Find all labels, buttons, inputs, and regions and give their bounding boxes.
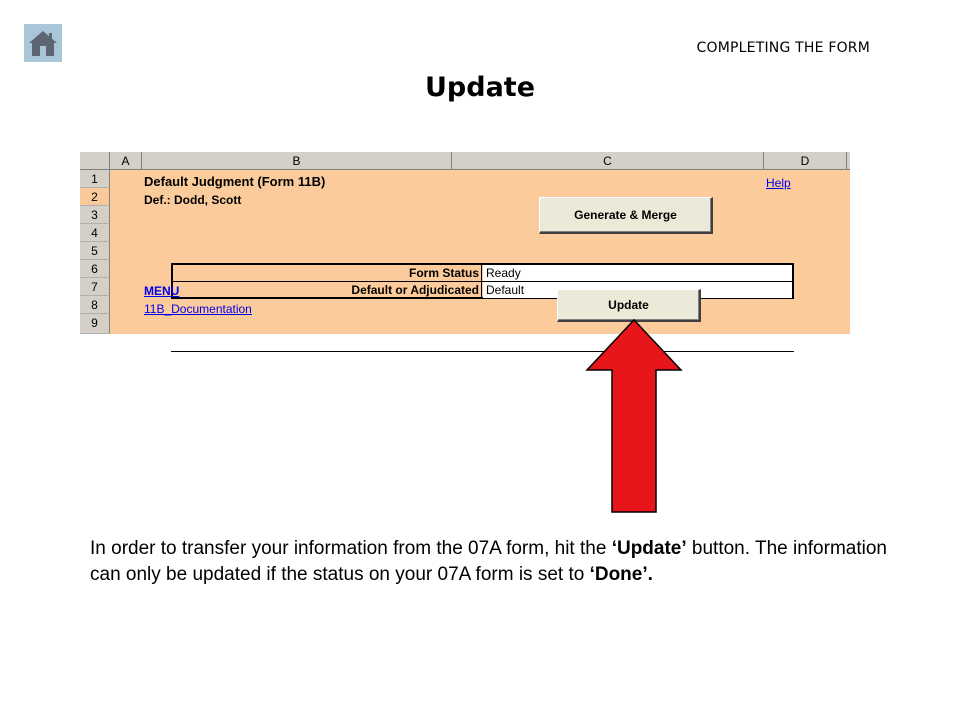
documentation-link[interactable]: 11B_Documentation xyxy=(144,302,252,316)
instruction-update-emphasis: ‘Update’ xyxy=(611,538,687,559)
help-link[interactable]: Help xyxy=(766,176,791,190)
row-header-1[interactable]: 1 xyxy=(80,170,110,188)
home-icon xyxy=(29,31,57,56)
form-status-label: Form Status xyxy=(173,265,482,281)
column-header-c[interactable]: C xyxy=(452,152,764,170)
select-all-corner[interactable] xyxy=(80,152,110,170)
update-button[interactable]: Update xyxy=(557,289,701,322)
column-header-a[interactable]: A xyxy=(110,152,142,170)
row-header-8[interactable]: 8 xyxy=(80,296,110,314)
row-header-2[interactable]: 2 xyxy=(80,188,110,206)
sheet-bottom-border xyxy=(171,351,794,352)
default-adjudicated-label: Default or Adjudicated xyxy=(173,282,482,298)
instruction-part-2: button. The information can only be upda… xyxy=(90,538,887,585)
up-arrow-icon xyxy=(585,318,683,513)
page-title: Update xyxy=(424,72,536,103)
row-header-9[interactable]: 9 xyxy=(80,314,110,334)
instruction-done-emphasis: ‘Done’. xyxy=(589,564,653,585)
row-header-5[interactable]: 5 xyxy=(80,242,110,260)
menu-link[interactable]: MENU xyxy=(144,284,180,298)
instruction-part-1: In order to transfer your information fr… xyxy=(90,538,612,559)
row-header-6[interactable]: 6 xyxy=(80,260,110,278)
row-header-4[interactable]: 4 xyxy=(80,224,110,242)
row-header-7[interactable]: 7 xyxy=(80,278,110,296)
form-status-value[interactable]: Ready xyxy=(483,265,792,281)
sheet-grid: Default Judgment (Form 11B) Def.: Dodd, … xyxy=(110,170,850,352)
spreadsheet: A B C D 1 2 3 4 5 6 7 8 9 Default Judgme… xyxy=(80,152,850,352)
generate-merge-button[interactable]: Generate & Merge xyxy=(539,197,713,234)
defendant-name: Def.: Dodd, Scott xyxy=(144,193,242,207)
form-status-row: Form Status Ready xyxy=(173,265,792,282)
home-button[interactable] xyxy=(24,24,62,62)
section-label: COMPLETING THE FORM xyxy=(696,40,870,56)
column-header-row: A B C D xyxy=(80,152,850,170)
instruction-text: In order to transfer your information fr… xyxy=(90,536,890,588)
form-title: Default Judgment (Form 11B) xyxy=(144,174,326,189)
column-header-b[interactable]: B xyxy=(142,152,452,170)
column-header-d[interactable]: D xyxy=(764,152,847,170)
row-header-3[interactable]: 3 xyxy=(80,206,110,224)
